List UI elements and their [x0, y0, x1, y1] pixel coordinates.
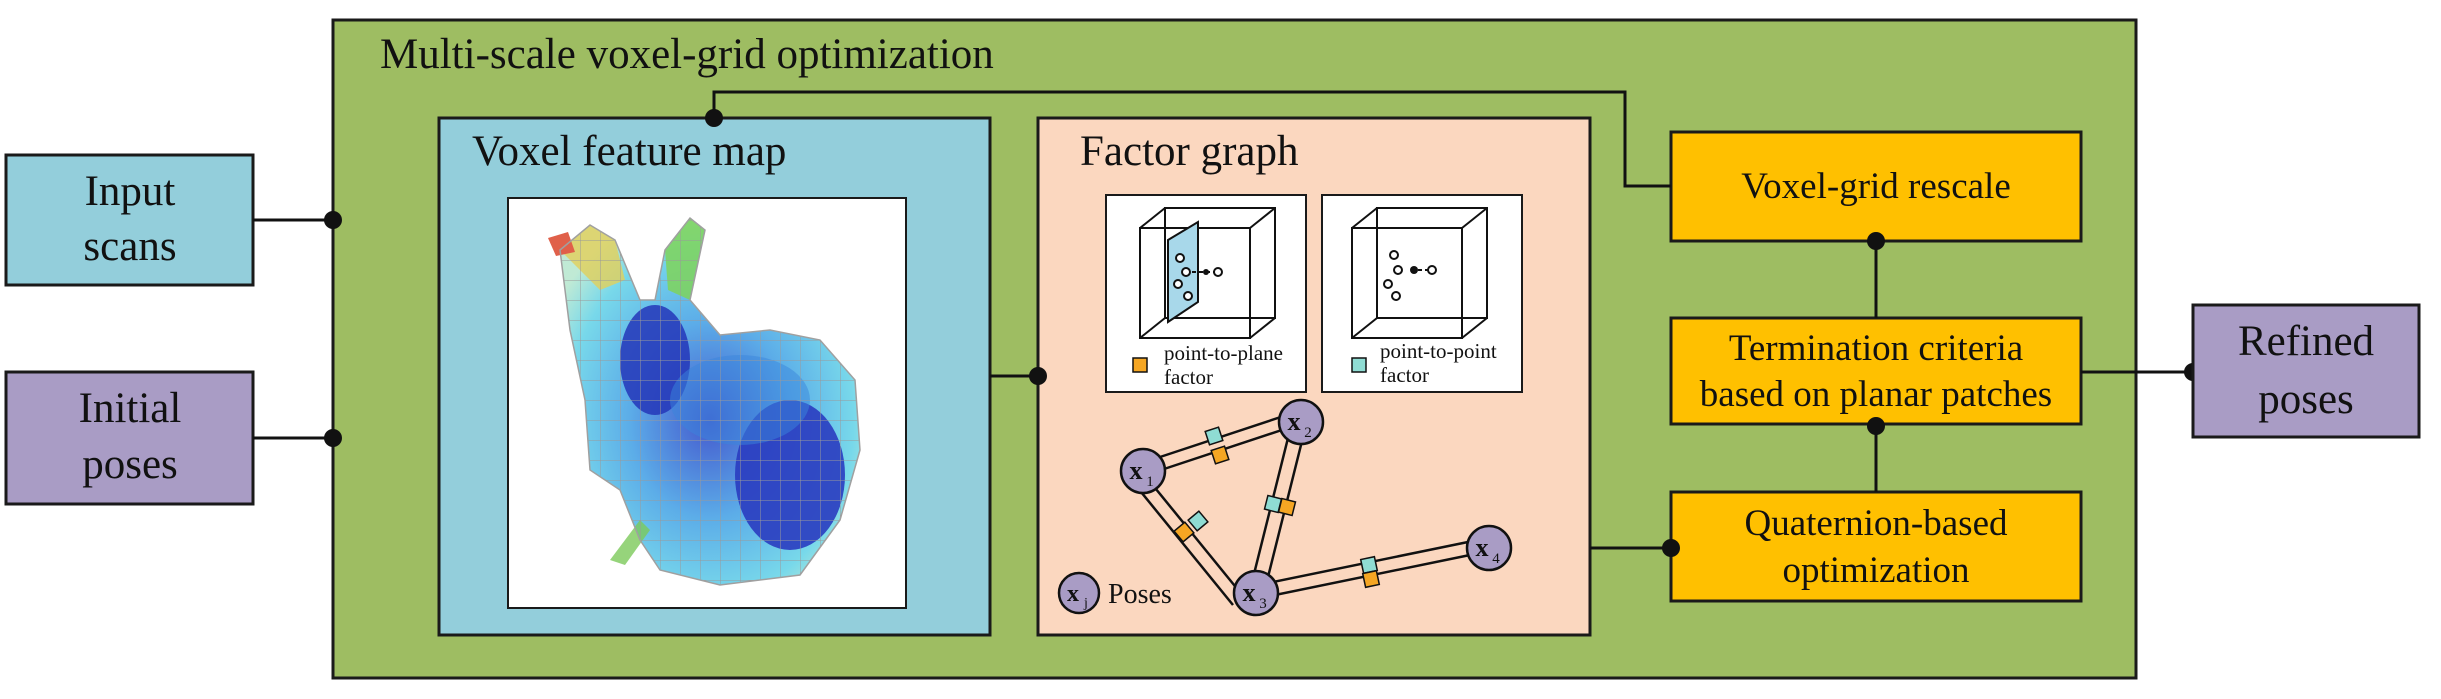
initial-poses-label-1: Initial: [79, 385, 182, 432]
voxel-grid-rescale-label: Voxel-grid rescale: [1741, 166, 2011, 207]
poses-legend: x j Poses: [1057, 571, 1172, 615]
poses-legend-label: Poses: [1108, 579, 1172, 610]
junction-dot: [324, 429, 342, 447]
pose-node-4-main: x: [1476, 533, 1489, 562]
input-scans-label-2: scans: [83, 223, 176, 270]
pose-node-3: x 3: [1232, 569, 1280, 617]
poses-legend-subscript: j: [1083, 596, 1088, 611]
pose-node-1-sub: 1: [1146, 474, 1154, 490]
poses-legend-icon: [1057, 571, 1101, 615]
input-scans-box: [4, 153, 255, 287]
junction-dot: [324, 211, 342, 229]
quaternion-optimization-label-2: optimization: [1782, 550, 1969, 591]
pose-node-2: x 2: [1277, 398, 1325, 446]
plane-factor-label-1: point-to-plane: [1164, 341, 1283, 365]
point-points-icon: [1383, 250, 1437, 301]
pose-node-4-sub: 4: [1492, 551, 1500, 567]
pose-node-1-main: x: [1130, 456, 1143, 485]
pose-node-2-sub: 2: [1304, 425, 1312, 441]
junction-dot: [1867, 232, 1885, 250]
point-factor-label-2: factor: [1380, 363, 1429, 387]
refined-poses-label-2: poses: [2258, 376, 2354, 423]
plane-cube-icon: [1139, 207, 1276, 339]
pose-node-3-main: x: [1243, 578, 1256, 607]
pose-node-4: x 4: [1465, 524, 1513, 572]
point-factor-swatch: [1351, 357, 1367, 373]
refined-poses-label-1: Refined: [2238, 318, 2374, 365]
factor-graph-title: Factor graph: [1080, 128, 1299, 175]
pose-node-3-sub: 3: [1259, 596, 1267, 612]
graph-factors: [1173, 426, 1381, 589]
step-connectors: [712, 90, 2193, 550]
junction-dot: [1662, 539, 1680, 557]
plane-factor-swatch: [1132, 357, 1148, 373]
poses-legend-symbol: x: [1067, 581, 1079, 607]
pose-node-2-main: x: [1288, 407, 1301, 436]
point-center-dot: [1410, 266, 1418, 274]
junction-dot: [1029, 367, 1047, 385]
plane-factor-label-2: factor: [1164, 365, 1213, 389]
termination-criteria-label-1: Termination criteria: [1729, 328, 2023, 369]
junction-dot: [705, 109, 723, 127]
quaternion-optimization-box: [1669, 490, 2083, 603]
point-factor-label-1: point-to-point: [1380, 339, 1497, 363]
voxel-feature-map-title: Voxel feature map: [472, 128, 786, 175]
initial-poses-label-2: poses: [82, 441, 178, 488]
main-title: Multi-scale voxel-grid optimization: [380, 31, 994, 78]
initial-poses-box: [4, 370, 255, 506]
point-cube-icon: [1351, 207, 1488, 339]
input-connectors: [253, 218, 333, 440]
termination-criteria-label-2: based on planar patches: [1700, 374, 2052, 415]
quaternion-optimization-label-1: Quaternion-based: [1744, 503, 2008, 544]
junction-dot: [1867, 417, 1885, 435]
input-scans-label-1: Input: [85, 168, 176, 215]
refined-poses-box: [2191, 303, 2421, 439]
pose-node-1: x 1: [1119, 447, 1167, 495]
